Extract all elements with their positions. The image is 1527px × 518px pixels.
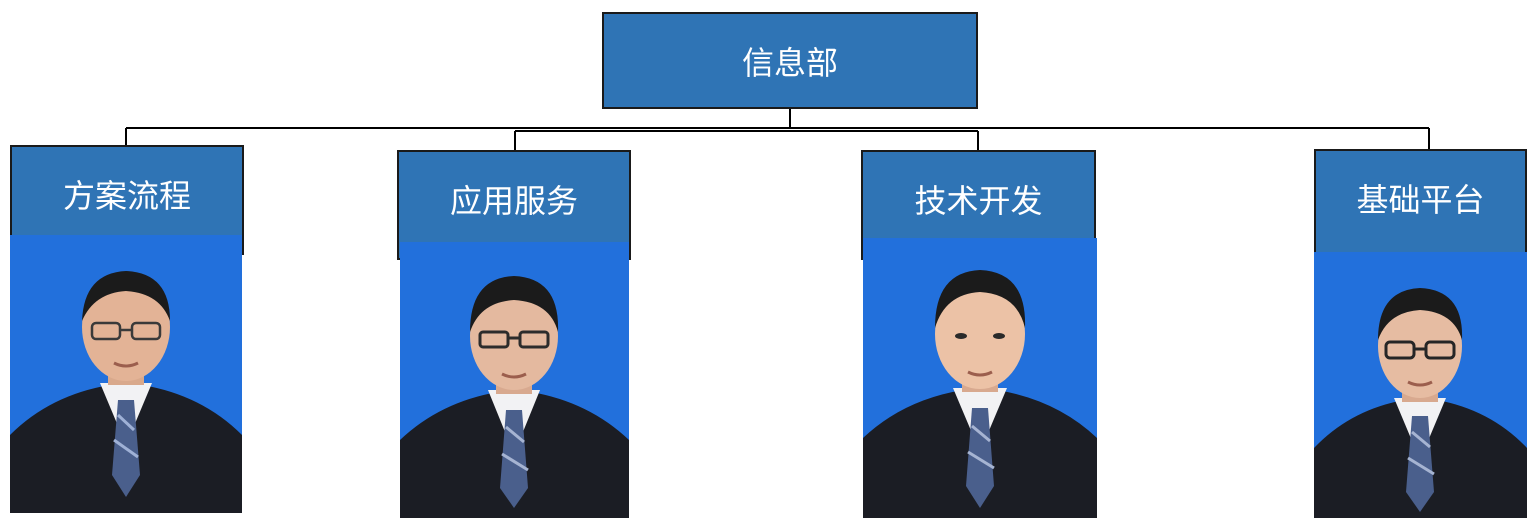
portrait-photo-2 — [400, 242, 629, 518]
portrait-illustration-icon — [863, 238, 1097, 518]
portrait-illustration-icon — [400, 242, 629, 518]
child-node-box-4: 基础平台 — [1314, 149, 1527, 259]
root-node-label: 信息部 — [741, 43, 838, 82]
child-node-label-2: 应用服务 — [449, 182, 578, 220]
portrait-illustration-icon — [10, 235, 242, 513]
portrait-photo-3 — [863, 238, 1097, 518]
child-node-label-3: 技术开发 — [914, 182, 1043, 220]
child-node-label-4: 基础平台 — [1356, 181, 1485, 219]
portrait-photo-1 — [10, 235, 242, 513]
root-node-box: 信息部 — [602, 12, 978, 109]
portrait-photo-4 — [1314, 252, 1527, 518]
portrait-illustration-icon — [1314, 252, 1527, 518]
child-node-label-1: 方案流程 — [62, 177, 191, 215]
